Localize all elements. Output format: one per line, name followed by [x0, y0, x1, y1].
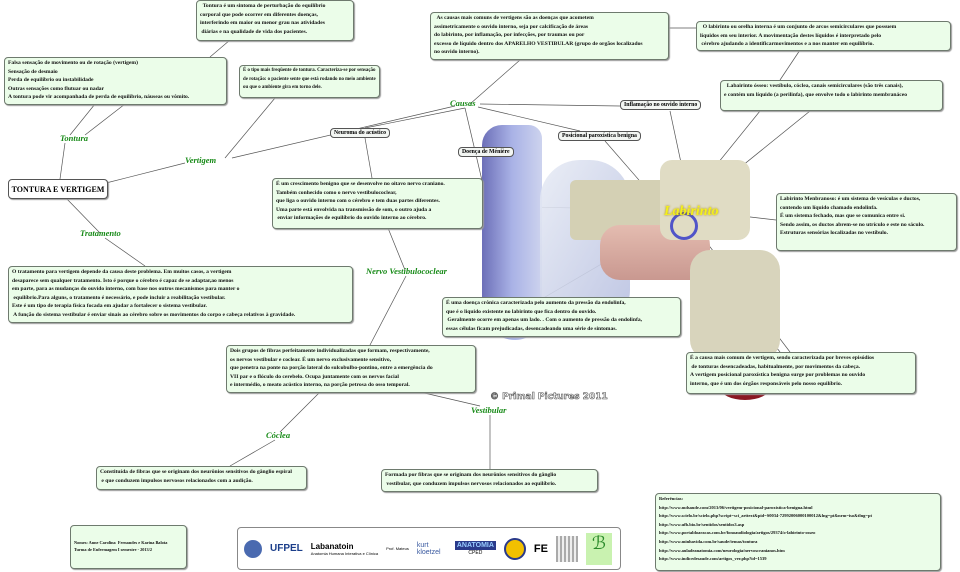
ib-logo-icon: ℬ: [585, 532, 612, 565]
labirinto-definition: O labirinto ou orelha interna é um conju…: [696, 21, 951, 51]
labirinto-osseo-box: Labairinto ósseo: vestíbulo, cóclea, can…: [720, 80, 943, 111]
tontura-branch[interactable]: Tontura: [60, 133, 89, 143]
tratamento-branch[interactable]: Tratamento: [80, 228, 121, 238]
causas-branch[interactable]: Causas: [450, 98, 476, 108]
sintomas-box: Falsa sensação de movimento ou de rotaçã…: [4, 57, 227, 105]
meniere-definition: É uma doença crônica caracterizada pelo …: [442, 297, 681, 337]
logo-kurt: kurt kloetzel: [416, 541, 441, 556]
vertigem-branch[interactable]: Vertigem: [185, 155, 217, 165]
logos-strip: UFPEL Labanatoin Anatomia Humana Interat…: [237, 527, 621, 570]
coclea-definition: Constituída de fibras que se originam do…: [96, 466, 307, 490]
logo-labanatoin: Labanatoin: [310, 541, 354, 551]
vestibular-branch[interactable]: Vestibular: [471, 405, 507, 415]
university-seal-icon: [244, 539, 262, 558]
posicional-node[interactable]: Posicional paroxística benigna: [558, 131, 641, 141]
inflamacao-node[interactable]: Inflamação no ouvido interno: [620, 100, 702, 110]
logo-prof: Prof. Mateus: [386, 546, 409, 551]
neuroma-definition: É um crescimento benigno que se desenvol…: [272, 178, 483, 229]
seal-icon: [503, 537, 526, 560]
authors-box: Nomes: Anne Carolina Fernandes e Karina …: [70, 525, 187, 569]
root-node[interactable]: TONTURA E VERTIGEM: [8, 179, 108, 199]
neuroma-node[interactable]: Neuroma do acústico: [330, 128, 391, 138]
labirinto-branch[interactable]: Labirinto: [664, 204, 719, 219]
tratamento-definition: O tratamento para vertigem depende da ca…: [8, 266, 353, 323]
posicional-definition: É a causa mais comum de vertigem, sendo …: [686, 352, 916, 394]
logo-labanatoin-sub: Anatomia Humana Interativa e Clínica: [310, 550, 379, 556]
watermark: © Primal Pictures 2011: [490, 392, 608, 403]
meniere-node[interactable]: Doença de Ménière: [458, 147, 514, 157]
references-box: Referências: http://www.mdsaude.com/2013…: [655, 493, 941, 571]
nervo-definition: Dois grupos de fibras perfeitamente indi…: [226, 345, 476, 393]
logo-anatomia: ANATOMIA: [454, 541, 496, 550]
coclea-branch[interactable]: Cóclea: [266, 430, 291, 440]
labirinto-membranoso-box: Labirinto Menbranoso: é um sistema de ve…: [776, 193, 957, 251]
vertigem-definition: É o tipo mais freqüente de tontura. Cara…: [239, 65, 380, 98]
tontura-definition: Tontura é um sintoma de perturbação do e…: [196, 0, 354, 41]
nervo-branch[interactable]: Nervo Vestibulococlear: [366, 266, 447, 276]
logo-cped: CPED: [468, 550, 483, 556]
vestibular-definition: Formada por fibras que se originam dos n…: [381, 469, 598, 492]
causas-definition: As causas mais comuns de vertigens são a…: [430, 12, 669, 60]
logo-ufpel: UFPEL: [270, 543, 303, 554]
building-logo-icon: [555, 535, 578, 562]
logo-fe: FE: [533, 542, 548, 555]
